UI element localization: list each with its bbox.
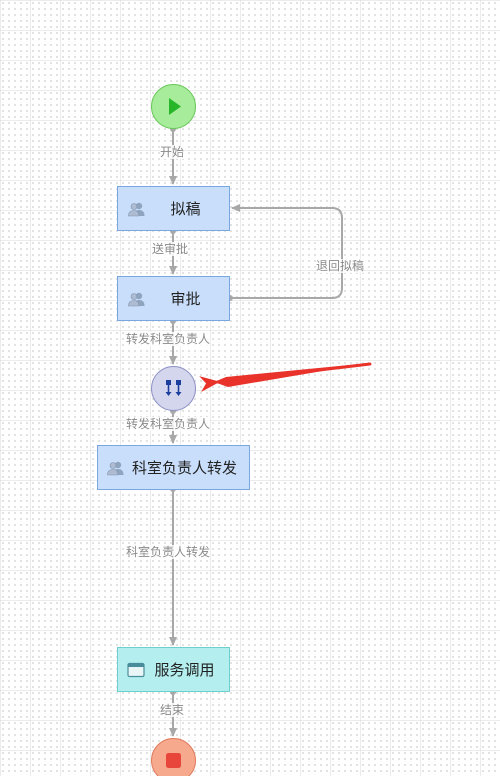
task-section-head-forward[interactable]: 科室负责人转发 xyxy=(97,445,250,490)
task-approve[interactable]: 审批 xyxy=(117,276,230,321)
stop-icon xyxy=(166,753,181,768)
service-task-call-label: 服务调用 xyxy=(154,661,215,679)
start-event[interactable] xyxy=(151,84,196,129)
task-draft-label: 拟稿 xyxy=(170,200,201,218)
task-section-head-forward-label: 科室负责人转发 xyxy=(131,459,237,477)
window-icon xyxy=(127,662,145,677)
parallel-gateway-icon xyxy=(165,380,182,396)
edge-approve-return-to-draft[interactable] xyxy=(227,204,343,301)
task-draft[interactable]: 拟稿 xyxy=(117,186,230,231)
edge-label-forward-head-1: 转发科室负责人 xyxy=(126,332,211,346)
end-event[interactable] xyxy=(151,738,196,776)
edge-label-section-forward: 科室负责人转发 xyxy=(126,545,211,559)
edge-section-forward-to-service[interactable] xyxy=(169,486,177,646)
edge-label-start: 开始 xyxy=(160,145,185,159)
user-group-icon xyxy=(128,292,145,306)
play-icon xyxy=(169,98,181,115)
gateway-node[interactable] xyxy=(151,366,196,411)
task-approve-label: 审批 xyxy=(170,290,201,308)
edge-label-finish: 结束 xyxy=(160,703,185,717)
service-task-call[interactable]: 服务调用 xyxy=(117,647,230,692)
edge-label-send-approve: 送审批 xyxy=(152,242,189,256)
edge-label-return-draft: 退回拟稿 xyxy=(316,259,365,273)
red-annotation-arrow xyxy=(199,362,372,393)
user-group-icon xyxy=(107,461,124,475)
edge-label-forward-head-2: 转发科室负责人 xyxy=(126,417,211,431)
user-group-icon xyxy=(128,202,145,216)
